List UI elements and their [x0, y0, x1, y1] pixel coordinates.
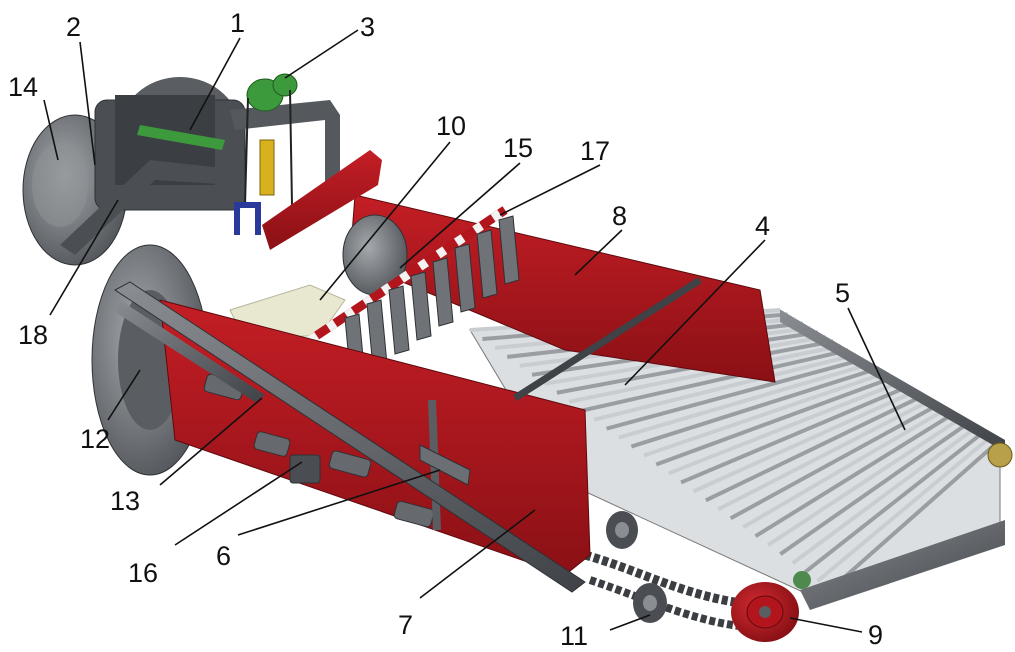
upper-frame-arm — [230, 100, 340, 195]
conveyor-rod — [593, 352, 857, 422]
conveyor-rod — [692, 388, 918, 494]
support-wheel — [606, 511, 638, 549]
callout-3: 3 — [284, 12, 375, 79]
callout-15: 15 — [399, 133, 533, 269]
conveyor-rod — [754, 411, 956, 538]
callout-label-17: 17 — [580, 136, 610, 166]
pulley-green-hub-icon — [793, 571, 811, 589]
drive-chain — [583, 550, 761, 610]
diagonal-frame — [60, 160, 240, 255]
shaker-finger — [410, 271, 432, 341]
callout-label-7: 7 — [398, 610, 413, 640]
callout-4: 4 — [624, 211, 770, 386]
callout-label-6: 6 — [216, 541, 231, 571]
callout-12: 12 — [80, 369, 141, 454]
bottom-frame-beam — [114, 281, 586, 593]
shaker-finger — [432, 257, 454, 327]
callout-label-1: 1 — [230, 8, 245, 38]
support-wheel-lower — [633, 583, 667, 623]
shaker-assembly — [307, 206, 520, 383]
callout-14: 14 — [8, 72, 59, 161]
red-beam — [262, 150, 382, 250]
conveyor-end-gear-icon — [987, 442, 1013, 468]
callout-label-4: 4 — [755, 211, 770, 241]
callout-label-15: 15 — [503, 133, 533, 163]
conveyor-rod — [779, 420, 971, 556]
shaker-finger — [454, 243, 476, 313]
conveyor-rod — [704, 393, 926, 503]
callout-11: 11 — [560, 614, 651, 651]
drive-pulley — [731, 582, 799, 642]
callout-8: 8 — [574, 201, 627, 276]
shaker-fingers — [344, 215, 520, 383]
shaker-finger — [498, 215, 520, 285]
green-shaft — [137, 125, 225, 150]
callout-label-9: 9 — [868, 620, 883, 650]
callout-6: 6 — [216, 469, 441, 571]
conveyor-rod — [618, 361, 872, 440]
callout-label-10: 10 — [436, 111, 466, 141]
conveyor-rod — [643, 370, 887, 458]
callout-label-13: 13 — [110, 486, 140, 516]
conveyor-rod — [606, 357, 864, 431]
depth-adjuster — [419, 399, 471, 531]
conveyor-rod — [717, 397, 933, 512]
conveyor-rod — [667, 379, 903, 476]
shaker-finger — [388, 285, 410, 355]
conveyor-rod — [568, 343, 842, 404]
conveyor-rod — [828, 438, 1002, 592]
callout-18: 18 — [18, 199, 119, 350]
callout-label-2: 2 — [66, 12, 81, 42]
callout-2: 2 — [66, 12, 96, 166]
callout-5: 5 — [835, 278, 906, 431]
callout-1: 1 — [189, 8, 245, 131]
conveyor-rod — [803, 429, 987, 574]
shaker-finger — [476, 229, 498, 299]
conveyor-rod — [816, 433, 994, 583]
conveyor-side-rail — [780, 310, 1005, 452]
callout-label-8: 8 — [612, 201, 627, 231]
lower-brace — [112, 300, 265, 402]
callout-label-18: 18 — [18, 320, 48, 350]
callout-10: 10 — [319, 111, 466, 301]
conveyor-front-rail — [800, 520, 1005, 610]
callout-label-16: 16 — [128, 558, 158, 588]
callout-9: 9 — [789, 617, 883, 650]
front-side-wall — [159, 299, 591, 576]
conveyor-rod — [630, 366, 880, 449]
callout-13: 13 — [110, 397, 263, 516]
callout-label-5: 5 — [835, 278, 850, 308]
callout-label-14: 14 — [8, 72, 38, 102]
conveyor-rod — [655, 375, 895, 467]
conveyor-assembly — [469, 308, 1013, 642]
callout-17: 17 — [499, 136, 610, 216]
conveyor-rod — [791, 424, 979, 565]
conveyor-rod — [729, 402, 941, 521]
callouts: 1 2 3 4 5 6 7 8 — [8, 8, 906, 651]
blue-bracket — [234, 202, 261, 235]
callout-7: 7 — [398, 509, 536, 640]
callout-label-12: 12 — [80, 424, 110, 454]
conveyor-rod — [766, 415, 964, 547]
conveyor-rod — [742, 406, 948, 529]
callout-label-11: 11 — [560, 621, 588, 651]
callout-label-3: 3 — [360, 12, 375, 42]
conveyor-rod — [680, 384, 910, 485]
hydraulic-cylinder — [259, 139, 275, 196]
callout-16: 16 — [128, 461, 303, 588]
conveyor-rod — [581, 348, 849, 413]
cross-rod — [513, 277, 702, 401]
